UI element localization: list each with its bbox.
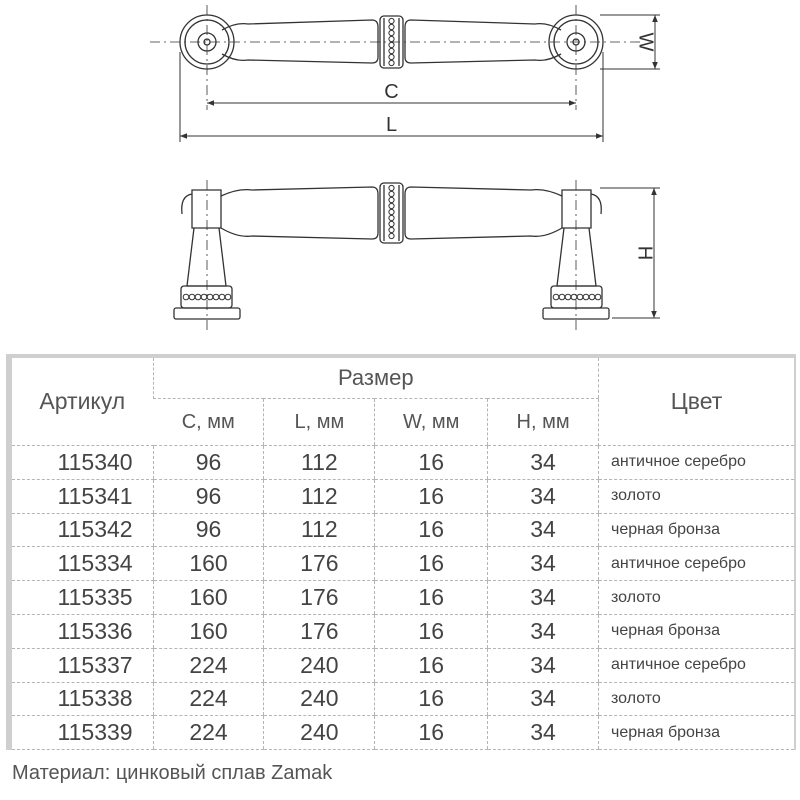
- table-row: 115342 96 112 16 34 черная бронза: [9, 513, 795, 548]
- cell-c: 224: [152, 648, 264, 683]
- cell-l: 240: [263, 648, 375, 683]
- cell-c: 96: [152, 445, 264, 480]
- top-beads: [388, 17, 395, 67]
- cell-w: 16: [374, 580, 488, 615]
- cell-article: 115336: [9, 614, 154, 649]
- cell-h: 34: [487, 445, 599, 480]
- cell-l: 112: [263, 513, 375, 548]
- cell-color: черная бронза: [597, 513, 795, 548]
- cell-l: 176: [263, 546, 375, 582]
- cell-c: 224: [152, 682, 264, 717]
- dimension-w-label: W: [635, 33, 657, 52]
- cell-w: 16: [374, 445, 488, 480]
- cell-article: 115339: [9, 715, 154, 751]
- cell-color: черная бронза: [597, 614, 795, 649]
- table-row: 115340 96 112 16 34 античное серебро: [9, 445, 795, 480]
- cell-h: 34: [487, 546, 599, 582]
- cell-w: 16: [374, 715, 488, 751]
- cell-w: 16: [374, 479, 488, 514]
- cell-color: золото: [597, 479, 795, 514]
- cell-h: 34: [487, 513, 599, 548]
- table-row: 115336 160 176 16 34 черная бронза: [9, 614, 795, 649]
- cell-article: 115337: [9, 648, 154, 683]
- cell-w: 16: [374, 682, 488, 717]
- cell-color: золото: [597, 580, 795, 615]
- cell-c: 96: [152, 513, 264, 548]
- cell-h: 34: [487, 580, 599, 615]
- cell-article: 115341: [9, 479, 154, 514]
- cell-c: 160: [152, 614, 264, 649]
- technical-drawing: C L W: [150, 5, 660, 330]
- header-w: W, мм: [374, 398, 488, 446]
- cell-color: золото: [597, 682, 795, 717]
- cell-article: 115342: [9, 513, 154, 548]
- cell-h: 34: [487, 614, 599, 649]
- top-view: [150, 5, 640, 110]
- table-row: 115338 224 240 16 34 золото: [9, 682, 795, 717]
- header-color: Цвет: [597, 356, 795, 446]
- header-l: L, мм: [263, 398, 375, 446]
- cell-c: 160: [152, 546, 264, 582]
- cell-article: 115338: [9, 682, 154, 717]
- cell-l: 112: [263, 479, 375, 514]
- side-view: [173, 180, 610, 330]
- table-row: 115334 160 176 16 34 античное серебро: [9, 546, 795, 582]
- table-row: 115339 224 240 16 34 черная бронза: [9, 715, 795, 751]
- header-article: Артикул: [9, 356, 154, 446]
- cell-article: 115334: [9, 546, 154, 582]
- cell-l: 112: [263, 445, 375, 480]
- table-row: 115341 96 112 16 34 золото: [9, 479, 795, 514]
- dimension-c-label: C: [384, 81, 398, 103]
- cell-h: 34: [487, 682, 599, 717]
- cell-l: 176: [263, 580, 375, 615]
- cell-l: 240: [263, 715, 375, 751]
- table-row: 115335 160 176 16 34 золото: [9, 580, 795, 615]
- cell-c: 96: [152, 479, 264, 514]
- cell-article: 115335: [9, 580, 154, 615]
- header-c: C, мм: [153, 398, 264, 446]
- cell-color: черная бронза: [597, 715, 795, 751]
- cell-c: 224: [152, 715, 264, 751]
- cell-color: античное серебро: [597, 445, 795, 480]
- cell-w: 16: [374, 648, 488, 683]
- cell-color: античное серебро: [597, 546, 795, 582]
- spec-table: Артикул Размер Цвет C, мм L, мм W, мм H,…: [6, 354, 796, 751]
- cell-l: 240: [263, 682, 375, 717]
- header-size: Размер: [152, 356, 599, 399]
- cell-w: 16: [374, 546, 488, 582]
- material-note: Материал: цинковый сплав Zamak: [12, 762, 333, 784]
- dimension-l-label: L: [386, 114, 397, 136]
- side-beads: [182, 184, 602, 301]
- cell-l: 176: [263, 614, 375, 649]
- cell-article: 115340: [9, 445, 154, 480]
- table-row: 115337 224 240 16 34 античное серебро: [9, 648, 795, 683]
- dimension-h-label: H: [634, 246, 656, 260]
- cell-w: 16: [374, 614, 488, 649]
- dimension-w: [600, 14, 660, 70]
- cell-color: античное серебро: [597, 648, 795, 683]
- dimension-h: [600, 187, 660, 319]
- cell-h: 34: [487, 715, 599, 751]
- cell-h: 34: [487, 479, 599, 514]
- cell-h: 34: [487, 648, 599, 683]
- dimension-l: [179, 52, 604, 142]
- header-h: H, мм: [487, 398, 599, 446]
- cell-w: 16: [374, 513, 488, 548]
- cell-c: 160: [152, 580, 264, 615]
